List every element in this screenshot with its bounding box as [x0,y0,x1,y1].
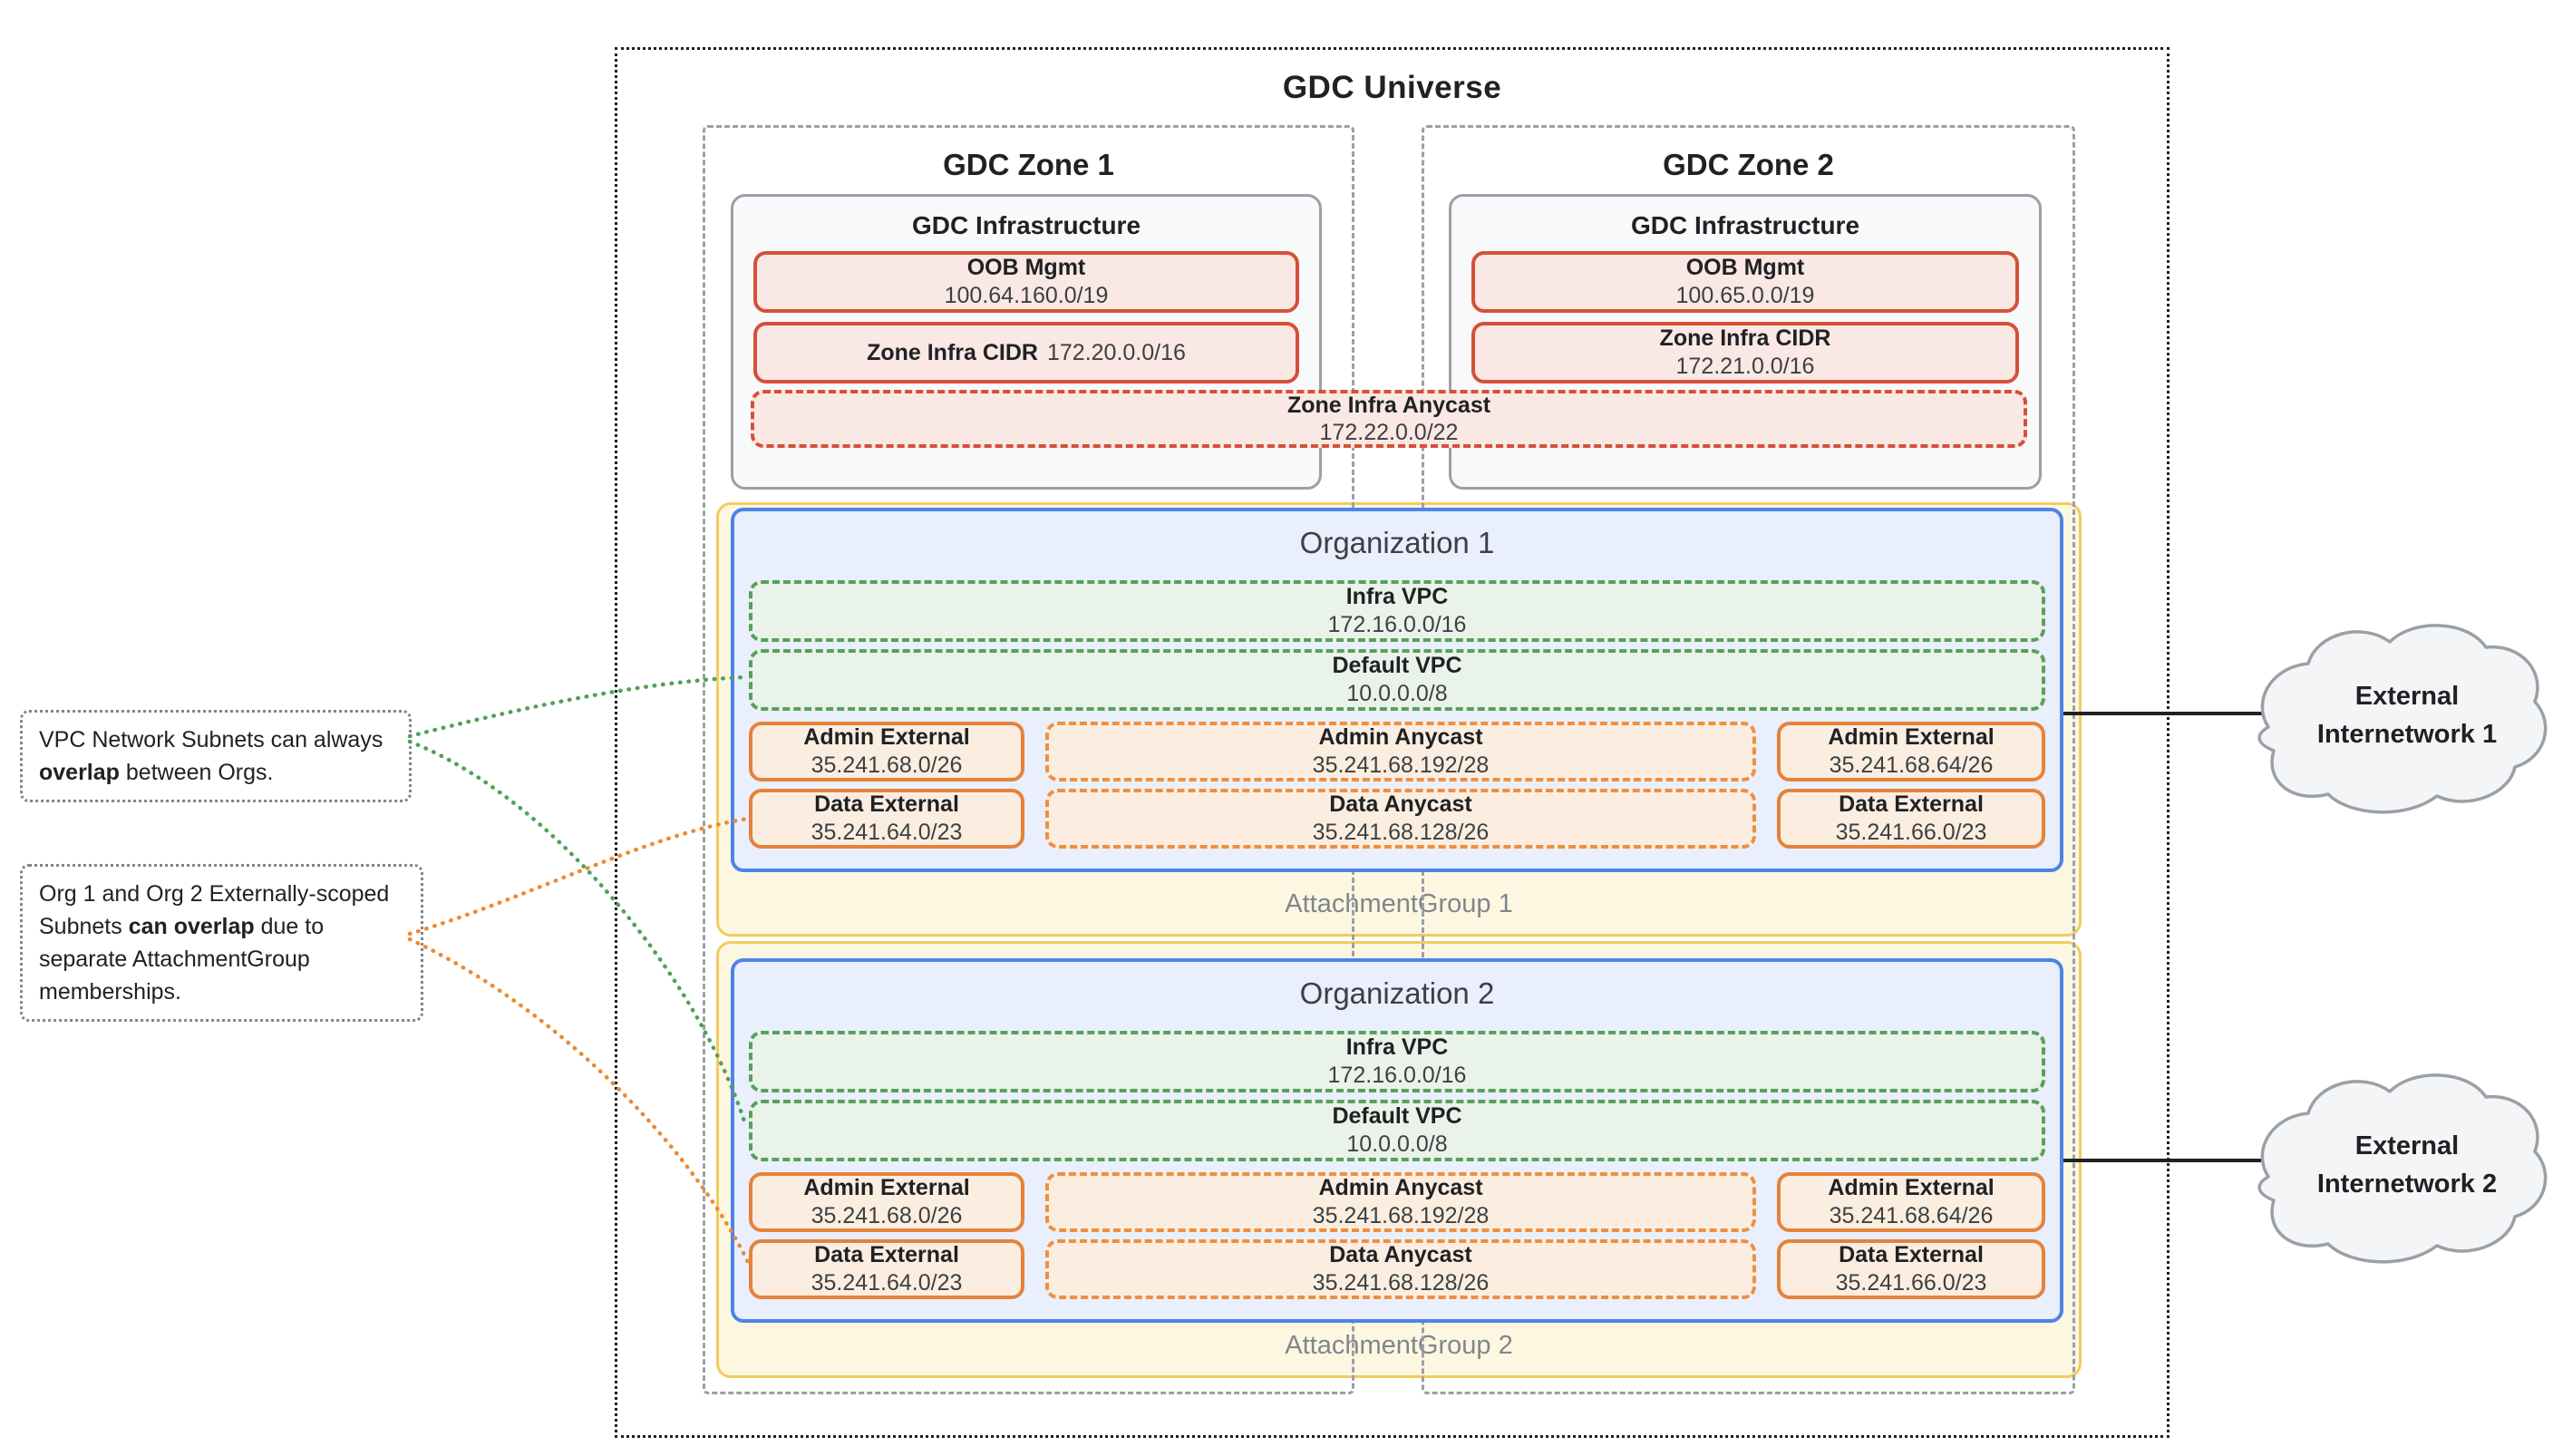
vpc-label: Infra VPC [1345,1034,1449,1060]
subnet-cidr: 35.241.64.0/23 [811,820,963,845]
subnet-label: Data External [1839,1242,1984,1267]
subnet-cidr: 35.241.66.0/23 [1835,1270,1987,1296]
org-2-admin-anycast-box: Admin Anycast 35.241.68.192/28 [1045,1172,1756,1232]
subnet-label: Data External [1839,791,1984,817]
organization-2-box: Organization 2 Infra VPC 172.16.0.0/16 D… [731,958,2063,1323]
subnet-label: Admin Anycast [1318,1175,1483,1200]
oob-cidr: 100.64.160.0/19 [944,283,1109,308]
organization-1-title: Organization 1 [1299,526,1495,559]
zone-1-infra-cidr-box: Zone Infra CIDR 172.20.0.0/16 [753,322,1299,383]
zone-infra-anycast-box: Zone Infra Anycast 172.22.0.0/22 [751,390,2027,448]
vpc-label: Default VPC [1332,1103,1462,1129]
vpc-label: Default VPC [1332,653,1462,678]
subnet-label: Admin External [803,724,970,750]
annotation-text: VPC Network Subnets can always [39,727,383,752]
attachment-group-2-label: AttachmentGroup 2 [1285,1331,1513,1360]
infra-cidr-value: 172.21.0.0/16 [1675,354,1815,379]
subnet-cidr: 35.241.68.64/26 [1829,1203,1994,1228]
org-2-subnet-grid: Admin External 35.241.68.0/26 Admin Anyc… [749,1172,2045,1299]
external-internetwork-2-label: External Internetwork 2 [2271,1127,2543,1203]
org-2-data-external-left-box: Data External 35.241.64.0/23 [749,1239,1024,1299]
oob-label: OOB Mgmt [966,255,1086,280]
subnet-label: Admin External [1828,724,1995,750]
subnet-label: Data Anycast [1329,1242,1472,1267]
subnet-label: Admin External [1828,1175,1995,1200]
org-1-admin-anycast-box: Admin Anycast 35.241.68.192/28 [1045,722,1756,781]
subnet-label: Data Anycast [1329,791,1472,817]
zone-1-oob-mgmt-box: OOB Mgmt 100.64.160.0/19 [753,251,1299,313]
org-2-infra-vpc-box: Infra VPC 172.16.0.0/16 [749,1031,2045,1092]
external-internetwork-1-label: External Internetwork 1 [2271,677,2543,753]
org-2-data-external-right-box: Data External 35.241.66.0/23 [1777,1239,2045,1299]
annotation-text: Org 1 and Org 2 Externally-scoped Subnet… [39,881,390,939]
annotation-bold-text: can overlap [128,914,255,939]
anycast-label: Zone Infra Anycast [1286,393,1491,418]
org-2-admin-external-left-box: Admin External 35.241.68.0/26 [749,1172,1024,1232]
subnet-cidr: 35.241.68.128/26 [1312,820,1490,845]
annotation-text: due to separate AttachmentGroup membersh… [39,914,325,1005]
subnet-cidr: 35.241.68.192/28 [1312,752,1490,778]
organization-2-title: Organization 2 [1299,976,1495,1010]
cloud-label-line: External [2354,1131,2460,1160]
anycast-cidr: 172.22.0.0/22 [1319,420,1459,445]
org-1-data-anycast-box: Data Anycast 35.241.68.128/26 [1045,789,1756,849]
subnet-label: Admin Anycast [1318,724,1483,750]
subnet-cidr: 35.241.68.64/26 [1829,752,1994,778]
org-1-data-external-right-box: Data External 35.241.66.0/23 [1777,789,2045,849]
annotation-vpc-overlap: VPC Network Subnets can always overlap b… [20,710,412,802]
subnet-cidr: 35.241.68.128/26 [1312,1270,1490,1296]
org-2-admin-external-right-box: Admin External 35.241.68.64/26 [1777,1172,2045,1232]
org-2-default-vpc-box: Default VPC 10.0.0.0/8 [749,1100,2045,1161]
org-2-data-anycast-box: Data Anycast 35.241.68.128/26 [1045,1239,1756,1299]
subnet-label: Admin External [803,1175,970,1200]
zone-2-infra-title: GDC Infrastructure [1630,211,1860,239]
annotation-bold-text: overlap [39,760,120,785]
org-1-data-external-left-box: Data External 35.241.64.0/23 [749,789,1024,849]
zone-2-oob-mgmt-box: OOB Mgmt 100.65.0.0/19 [1471,251,2019,313]
org-1-admin-external-right-box: Admin External 35.241.68.64/26 [1777,722,2045,781]
org-1-infra-vpc-box: Infra VPC 172.16.0.0/16 [749,580,2045,642]
infra-cidr-value: 172.20.0.0/16 [1046,339,1186,365]
cloud-label-line: Internetwork 1 [2316,720,2498,749]
infra-cidr-label: Zone Infra CIDR [867,339,1038,365]
vpc-cidr: 172.16.0.0/16 [1327,1063,1467,1088]
subnet-label: Data External [814,791,959,817]
subnet-cidr: 35.241.66.0/23 [1835,820,1987,845]
cloud-label-line: External [2354,682,2460,711]
annotation-text: between Orgs. [119,760,274,785]
zone-2-infra-cidr-box: Zone Infra CIDR 172.21.0.0/16 [1471,322,2019,383]
subnet-cidr: 35.241.68.0/26 [811,1203,963,1228]
subnet-cidr: 35.241.64.0/23 [811,1270,963,1296]
vpc-cidr: 10.0.0.0/8 [1346,1131,1448,1157]
subnet-cidr: 35.241.68.192/28 [1312,1203,1490,1228]
annotation-external-overlap: Org 1 and Org 2 Externally-scoped Subnet… [20,864,423,1022]
org-1-default-vpc-box: Default VPC 10.0.0.0/8 [749,649,2045,711]
cloud-label-line: Internetwork 2 [2316,1170,2498,1199]
vpc-label: Infra VPC [1345,584,1449,609]
org-1-admin-external-left-box: Admin External 35.241.68.0/26 [749,722,1024,781]
subnet-cidr: 35.241.68.0/26 [811,752,963,778]
vpc-cidr: 172.16.0.0/16 [1327,612,1467,637]
org-1-subnet-grid: Admin External 35.241.68.0/26 Admin Anyc… [749,722,2045,849]
infra-cidr-label: Zone Infra CIDR [1659,325,1831,351]
organization-1-box: Organization 1 Infra VPC 172.16.0.0/16 D… [731,508,2063,872]
oob-cidr: 100.65.0.0/19 [1675,283,1815,308]
subnet-label: Data External [814,1242,959,1267]
zone-1-infra-title: GDC Infrastructure [911,211,1141,239]
attachment-group-1-label: AttachmentGroup 1 [1285,889,1513,918]
vpc-cidr: 10.0.0.0/8 [1346,681,1448,706]
oob-label: OOB Mgmt [1685,255,1805,280]
universe-title: GDC Universe [1282,70,1502,105]
